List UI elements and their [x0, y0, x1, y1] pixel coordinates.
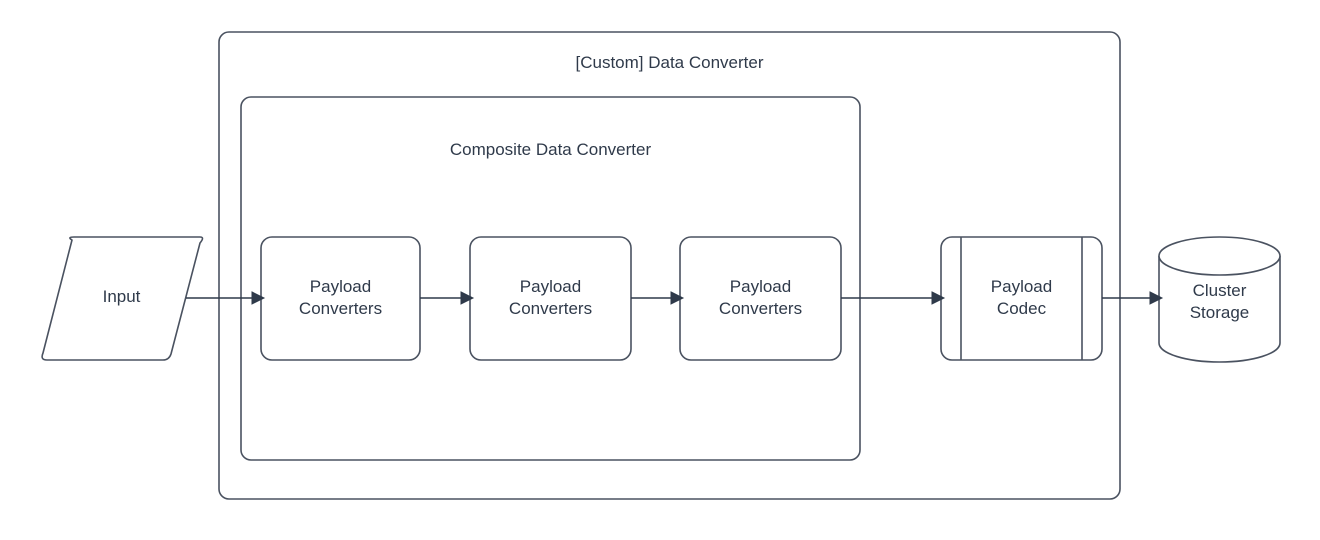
container-composite-data-converter-label: Composite Data Converter: [449, 140, 652, 159]
node-payload-codec-label: Payload Codec: [990, 277, 1053, 319]
node-payload-converters-2-label: Payload Converters: [508, 277, 593, 319]
container-custom-data-converter-label: [Custom] Data Converter: [575, 53, 764, 72]
node-payload-converters-1-label: Payload Converters: [298, 277, 383, 319]
connector-input-to-converters-1[interactable]: [186, 291, 266, 305]
node-cluster-storage-shape[interactable]: [1158, 236, 1281, 363]
connector-converters-2-to-converters-3[interactable]: [631, 291, 685, 305]
connector-codec-to-cluster-storage[interactable]: [1102, 291, 1164, 305]
node-cluster-storage-label: Cluster Storage: [1189, 281, 1250, 323]
connector-converters-3-to-codec[interactable]: [841, 291, 946, 305]
node-input-label: Input: [102, 287, 141, 306]
node-payload-converters-3-label: Payload Converters: [718, 277, 803, 319]
node-input-shape[interactable]: [41, 236, 204, 361]
node-payload-codec-shape[interactable]: [940, 236, 1103, 361]
connector-converters-1-to-converters-2[interactable]: [420, 291, 475, 305]
